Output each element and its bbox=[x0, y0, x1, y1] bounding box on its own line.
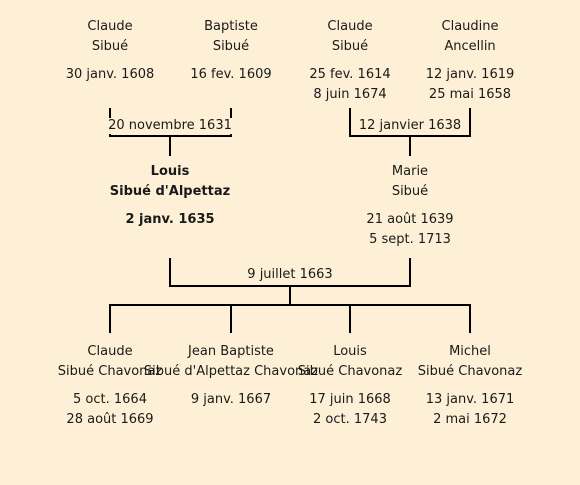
person-card-child-4: Michel Sibué Chavonaz 13 janv. 1671 2 ma… bbox=[370, 342, 570, 430]
marriage-date-left: 20 novembre 1631 bbox=[105, 118, 235, 134]
person-card-grandparent-1: Claude Sibué 30 janv. 1608 bbox=[10, 17, 210, 85]
person-card-grandparent-4: Claudine Ancellin 12 janv. 1619 25 mai 1… bbox=[370, 17, 570, 105]
person-death-date: 8 juin 1674 bbox=[313, 87, 387, 102]
person-surname: Ancellin bbox=[444, 39, 496, 54]
person-given-name: Michel bbox=[449, 344, 491, 359]
person-birth-date: 16 fev. 1609 bbox=[190, 67, 272, 82]
person-card-child-1: Claude Sibué Chavonaz 5 oct. 1664 28 aoû… bbox=[10, 342, 210, 430]
person-card-parent-mother: Marie Sibué 21 août 1639 5 sept. 1713 bbox=[310, 162, 510, 250]
person-birth-date: 17 juin 1668 bbox=[309, 392, 391, 407]
person-given-name: Louis bbox=[333, 344, 367, 359]
person-card-grandparent-3: Claude Sibué 25 fev. 1614 8 juin 1674 bbox=[250, 17, 450, 105]
person-birth-date: 2 janv. 1635 bbox=[125, 212, 215, 227]
person-birth-date: 13 janv. 1671 bbox=[425, 392, 515, 407]
person-birth-date: 21 août 1639 bbox=[366, 212, 454, 227]
person-surname: Sibué Chavonaz bbox=[297, 364, 403, 379]
person-death-date: 25 mai 1658 bbox=[428, 87, 512, 102]
person-death-date: 5 sept. 1713 bbox=[369, 232, 451, 247]
person-surname: Sibué bbox=[331, 39, 369, 54]
person-surname: Sibué d'Alpettaz bbox=[109, 184, 231, 199]
person-birth-date: 12 janv. 1619 bbox=[425, 67, 515, 82]
person-given-name: Claude bbox=[87, 344, 133, 359]
person-given-name: Claude bbox=[87, 19, 133, 34]
person-birth-date: 25 fev. 1614 bbox=[309, 67, 391, 82]
person-given-name: Marie bbox=[391, 164, 429, 179]
person-death-date: 28 août 1669 bbox=[66, 412, 154, 427]
person-surname: Sibué Chavonaz bbox=[57, 364, 163, 379]
person-birth-date: 5 oct. 1664 bbox=[73, 392, 147, 407]
person-death-date: 2 oct. 1743 bbox=[313, 412, 387, 427]
person-birth-date: 30 janv. 1608 bbox=[65, 67, 155, 82]
person-surname: Sibué bbox=[212, 39, 250, 54]
person-given-name: Claudine bbox=[441, 19, 499, 34]
person-card-grandparent-2: Baptiste Sibué 16 fev. 1609 bbox=[131, 17, 331, 85]
person-given-name: Jean Baptiste bbox=[188, 344, 274, 359]
person-birth-date: 9 janv. 1667 bbox=[190, 392, 272, 407]
person-card-child-3: Louis Sibué Chavonaz 17 juin 1668 2 oct.… bbox=[250, 342, 450, 430]
person-given-name: Louis bbox=[150, 164, 190, 179]
person-card-child-2: Jean Baptiste Sibué d'Alpettaz Chavonaz … bbox=[131, 342, 331, 410]
marriage-date-right: 12 janvier 1638 bbox=[355, 118, 465, 134]
person-surname: Sibué bbox=[391, 184, 429, 199]
person-card-parent-father: Louis Sibué d'Alpettaz 2 janv. 1635 bbox=[70, 162, 270, 230]
person-surname: Sibué Chavonaz bbox=[417, 364, 523, 379]
person-given-name: Baptiste bbox=[204, 19, 258, 34]
person-given-name: Claude bbox=[327, 19, 373, 34]
person-surname: Sibué bbox=[91, 39, 129, 54]
marriage-date-parents: 9 juillet 1663 bbox=[244, 267, 336, 283]
person-death-date: 2 mai 1672 bbox=[433, 412, 507, 427]
person-surname: Sibué d'Alpettaz Chavonaz bbox=[143, 364, 319, 379]
